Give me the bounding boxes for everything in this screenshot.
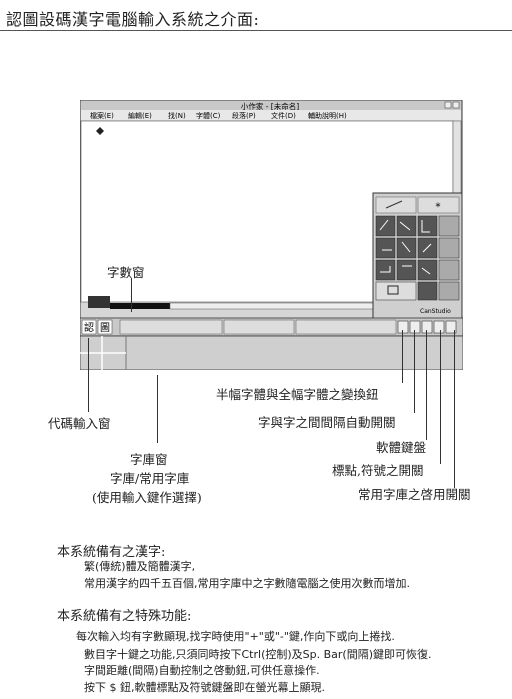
menu-item-help[interactable]: 輔助說明(H) — [308, 111, 347, 120]
menu-item-paragraph[interactable]: 段落(P) — [232, 111, 256, 120]
label-spacing-switch: 字與字之間間隔自動開關 — [258, 415, 396, 430]
window-title: 小作家 - [未命名] — [241, 101, 299, 111]
leader-word-count — [131, 278, 132, 312]
maximize-button[interactable] — [452, 101, 460, 109]
spacing-toggle-button[interactable] — [409, 320, 421, 334]
label-library-sub2: (使用輸入鍵作選擇) — [92, 490, 202, 505]
section2-line: 每次輸入均有字數顯現,找字時使用"+"或"-"鍵,作向下或向上捲找. — [76, 630, 395, 643]
menu-item-edit[interactable]: 編輯(E) — [128, 111, 152, 120]
leader-spacing — [414, 330, 415, 413]
svg-text:*: * — [436, 202, 441, 213]
cursor-icon — [96, 127, 104, 135]
word-count-window — [110, 303, 170, 309]
leader-common-library — [454, 330, 455, 488]
leader-code-input — [88, 338, 89, 412]
section2-heading: 本系統備有之特殊功能: — [57, 609, 192, 624]
leader-library — [157, 375, 158, 443]
label-common-library-switch: 常用字庫之啓用開關 — [358, 487, 471, 502]
status-icon-right: 圖 — [100, 322, 110, 334]
common-library-toggle-button[interactable] — [445, 320, 457, 334]
label-word-count-window: 字數窗 — [107, 265, 145, 280]
soft-keyboard-panel[interactable]: * CanStudio — [372, 192, 463, 320]
section1-line: 常用漢字約四千五百個,常用字庫中之字數隨電腦之使用次數而增加. — [84, 577, 410, 590]
page-title: 認圖設碼漢字電腦輸入系統之介面: — [6, 10, 260, 29]
minimize-button[interactable] — [444, 101, 452, 109]
section1-line: 繁(傳統)體及簡體漢字, — [84, 560, 196, 573]
status-icon-left: 認 — [84, 321, 94, 334]
label-code-input-window: 代碼輸入窗 — [48, 416, 111, 431]
menu-bar[interactable]: 檔案(E) 編輯(E) 找(N) 字體(C) 段落(P) 文件(D) 輔助說明(… — [90, 111, 347, 120]
app-logo-icon — [88, 296, 110, 308]
leader-soft-keyboard — [426, 330, 427, 440]
section2-line: 按下 $ 鈕,軟體標點及符號鍵盤即在螢光幕上顯現. — [84, 681, 325, 694]
library-window[interactable] — [80, 335, 463, 370]
code-input-field[interactable] — [119, 319, 223, 335]
section2-line: 數目字十鍵之功能,只須同時按下Ctrl(控制)及Sp. Bar(間隔)鍵即可恢復… — [84, 648, 432, 661]
menu-item-document[interactable]: 文件(D) — [271, 111, 296, 120]
label-library-sub: 字庫/常用字庫 — [110, 471, 190, 486]
label-library-window: 字庫窗 — [130, 452, 168, 467]
label-punctuation-switch: 標點,符號之開關 — [332, 463, 424, 478]
keypad-brand: CanStudio — [420, 308, 451, 315]
menu-item-font[interactable]: 字體(C) — [196, 111, 221, 120]
label-soft-keyboard: 軟體鍵盤 — [376, 440, 427, 455]
leader-punctuation — [440, 330, 441, 464]
leader-half-full — [402, 330, 403, 383]
punctuation-toggle-button[interactable] — [433, 320, 445, 334]
title-underline — [0, 30, 512, 31]
section1-heading: 本系統備有之漢字: — [57, 545, 166, 560]
section2-line: 字間距離(間隔)自動控制之啓動鈕,可供任意操作. — [84, 664, 320, 677]
menu-item-find[interactable]: 找(N) — [168, 111, 186, 120]
menu-item-file[interactable]: 檔案(E) — [90, 111, 114, 120]
label-half-full-toggle: 半幅字體與全幅字體之變換鈕 — [216, 387, 379, 402]
soft-keyboard-button[interactable] — [421, 320, 433, 334]
half-full-toggle-button[interactable] — [397, 320, 409, 334]
app-screenshot: 小作家 - [未命名] 檔案(E) 編輯(E) 找(N) 字體(C) 段落(P)… — [80, 100, 463, 370]
